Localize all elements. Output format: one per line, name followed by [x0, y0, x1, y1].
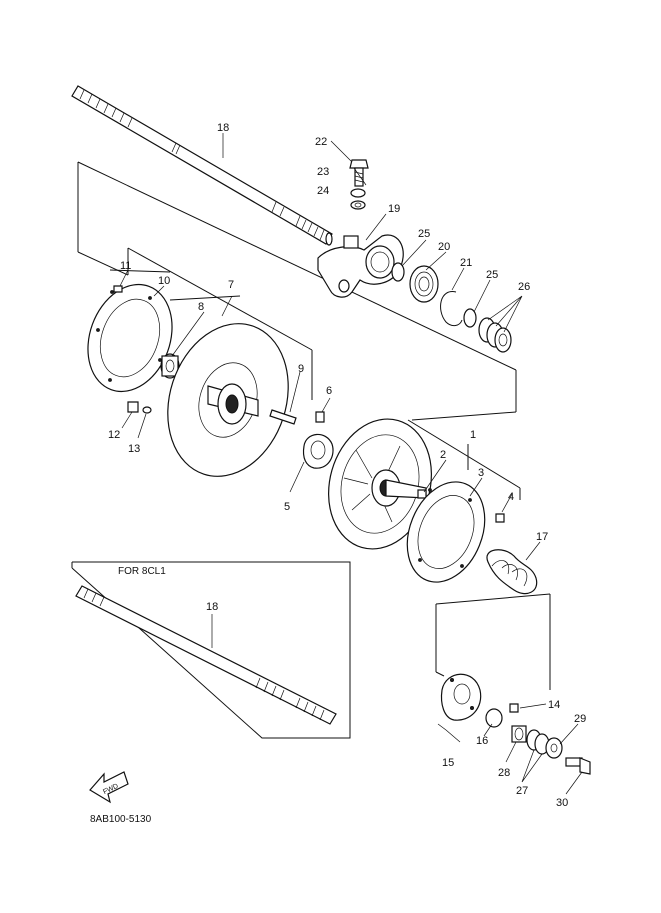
callout-4: 4 — [508, 491, 514, 503]
washer-13 — [142, 406, 152, 414]
forward-arrow-icon: FWD — [89, 771, 129, 804]
oil-seal-left — [391, 262, 405, 282]
callout-21: 21 — [460, 257, 472, 269]
screw-6 — [315, 411, 325, 423]
callout-20: 20 — [438, 241, 450, 253]
plain-washer — [350, 200, 366, 210]
callout-25-right: 25 — [486, 269, 498, 281]
callout-7: 7 — [228, 279, 234, 291]
callout-26: 26 — [518, 281, 530, 293]
callout-18-upper: 18 — [217, 122, 229, 134]
pin-9 — [269, 409, 297, 425]
callout-15: 15 — [442, 757, 454, 769]
bolt-12 — [127, 401, 139, 413]
callout-5: 5 — [284, 501, 290, 513]
callout-labels: 18 22 23 24 19 25 20 21 25 26 11 10 7 8 … — [108, 122, 586, 809]
secondary-shaft-upper — [71, 85, 333, 246]
callout-2: 2 — [440, 449, 446, 461]
sliding-sheave — [328, 418, 432, 550]
callout-1: 1 — [470, 429, 476, 441]
fixed-sheave — [167, 323, 289, 477]
callout-18-inset: 18 — [206, 601, 218, 613]
screw-4 — [495, 513, 505, 523]
callout-25-left: 25 — [418, 228, 430, 240]
drawing-code: 8AB100-5130 — [90, 814, 152, 825]
collar-set — [478, 317, 512, 353]
screw-11 — [113, 285, 123, 293]
coil-spring — [486, 549, 538, 595]
leader-lines — [119, 133, 583, 795]
callout-11: 11 — [120, 260, 131, 272]
callout-30: 30 — [556, 797, 568, 809]
callout-24: 24 — [317, 185, 329, 197]
cam-plate — [302, 433, 334, 469]
collar — [160, 353, 180, 379]
circlip — [440, 291, 463, 327]
washer-29 — [545, 737, 563, 759]
inset-caption: FOR 8CL1 — [118, 566, 166, 577]
callout-28: 28 — [498, 767, 510, 779]
inset-panel — [71, 561, 351, 739]
bolt-14 — [509, 703, 519, 713]
callout-27: 27 — [516, 785, 528, 797]
callout-10: 10 — [158, 275, 170, 287]
callout-16: 16 — [476, 735, 488, 747]
spring-washer — [350, 188, 366, 198]
callout-29: 29 — [574, 713, 586, 725]
callout-14: 14 — [548, 699, 560, 711]
callout-22: 22 — [315, 136, 327, 148]
callout-13: 13 — [128, 443, 140, 455]
callout-3: 3 — [478, 467, 484, 479]
callout-17: 17 — [536, 531, 548, 543]
callout-6: 6 — [326, 385, 332, 397]
callout-9: 9 — [298, 363, 304, 375]
bearing — [409, 265, 439, 303]
spacer-28 — [511, 725, 527, 743]
assembly-bracket-lines — [77, 161, 517, 421]
callout-8: 8 — [198, 301, 204, 313]
flange-bolt — [349, 159, 369, 187]
callout-12: 12 — [108, 429, 120, 441]
cap — [440, 673, 482, 721]
bolt-30 — [565, 757, 591, 775]
sliding-sheave-bracket-lines — [407, 419, 521, 500]
callout-19: 19 — [388, 203, 400, 215]
spacer-disc-3 — [406, 481, 486, 583]
spacer-disc — [87, 283, 173, 393]
oil-seal-right — [463, 308, 477, 328]
sheave-bracket-lines — [109, 247, 313, 400]
collar-16 — [485, 708, 503, 728]
callout-23: 23 — [317, 166, 329, 178]
lower-bracket-lines — [435, 593, 551, 690]
